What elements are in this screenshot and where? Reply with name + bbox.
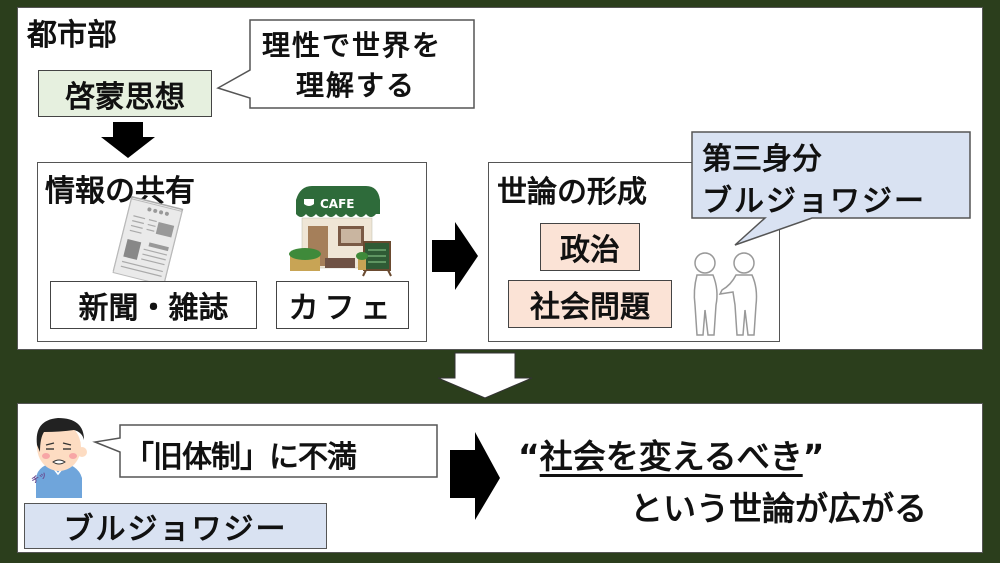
cafe-label-box: カフェ: [276, 281, 409, 329]
reason-bubble-line2: 理解する: [296, 69, 417, 102]
third-estate-line2: ブルジョワジー: [702, 184, 926, 219]
topic-politics: 政治: [540, 223, 640, 271]
third-estate-line1: 第三身分: [702, 142, 822, 177]
newspaper-label-box: 新聞・雑誌: [50, 281, 257, 329]
complaint-text: 「旧体制」に不満: [124, 440, 357, 475]
open-quote: “: [518, 437, 540, 476]
bourgeoisie-label-box: ブルジョワジー: [24, 503, 327, 549]
public-opinion-title: 世論の形成: [497, 175, 647, 210]
conclusion-rest: という世論が広がる: [630, 489, 927, 528]
urban-area-title: 都市部: [27, 18, 117, 53]
enlightenment-box: 啓蒙思想: [38, 70, 212, 117]
topic-social-issues: 社会問題: [508, 280, 672, 328]
conclusion-quote-text: 社会を変えるべき: [539, 437, 803, 476]
info-sharing-title: 情報の共有: [45, 174, 195, 209]
cafe-sign-text: CAFE: [320, 197, 355, 211]
reason-bubble-line1: 理性で世界を: [262, 29, 443, 62]
close-quote: ”: [802, 437, 825, 476]
conclusion-quote: “社会を変えるべき”: [518, 430, 824, 478]
